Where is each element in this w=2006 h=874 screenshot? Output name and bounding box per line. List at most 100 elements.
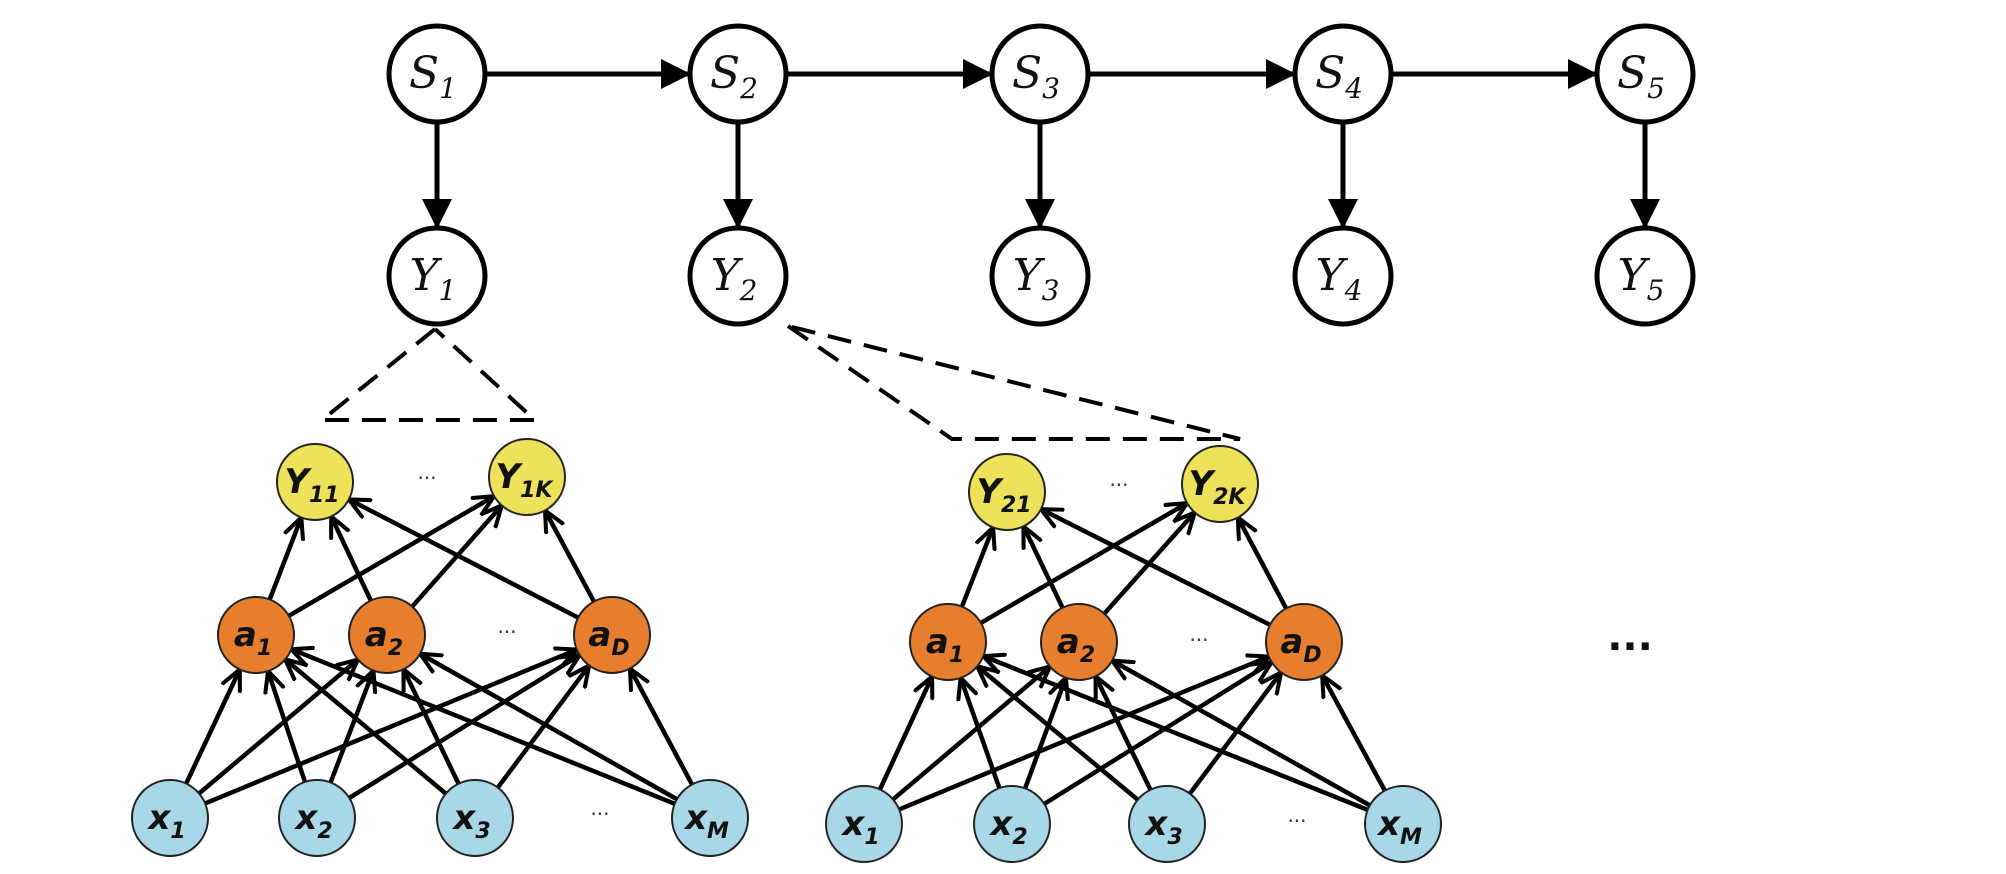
edge-input-3-to-hidden-3 — [1188, 672, 1281, 795]
hidden-label-base: a — [234, 615, 257, 655]
hidden-label-subscript: D — [1303, 643, 1321, 668]
ellipses: ... .................. — [417, 460, 1652, 827]
edge-input-1-to-hidden-2 — [197, 659, 358, 796]
input-label-subscript: 2 — [317, 819, 332, 844]
edge-hidden-1-to-output-1 — [267, 517, 302, 601]
input-label-base: x — [683, 798, 708, 838]
input-node: x2 — [278, 779, 356, 857]
edge-input-2-to-hidden-3 — [348, 655, 579, 800]
output-ellipsis: ... — [417, 460, 436, 484]
input-label-base: x — [1143, 804, 1168, 844]
state-circle — [386, 23, 488, 125]
edge-input-4-to-hidden-2 — [1112, 661, 1371, 808]
output-ellipsis: ... — [1109, 467, 1128, 491]
edge-hidden-2-to-output-1 — [1023, 526, 1065, 609]
trailing-ellipsis: ... — [1607, 614, 1653, 660]
observation-circle — [687, 225, 789, 327]
state-label-base: S — [409, 48, 439, 99]
edge-input-2-to-hidden-2 — [1023, 678, 1066, 790]
state-label-subscript: 5 — [1647, 72, 1665, 105]
hidden-label-base: a — [365, 615, 388, 655]
input-node: x1 — [825, 785, 903, 863]
output-node: Y2K — [1181, 445, 1259, 523]
observation-node-2: Y2 — [687, 225, 789, 327]
edge-input-3-to-hidden-1 — [977, 666, 1140, 802]
hidden-circle — [1265, 603, 1343, 681]
state-circle — [1292, 23, 1394, 125]
output-circle — [488, 438, 566, 516]
hidden-label-subscript: 1 — [257, 636, 272, 661]
input-label-subscript: 3 — [475, 819, 490, 844]
hidden-circle — [909, 603, 987, 681]
hidden-label-base: a — [926, 622, 949, 662]
input-label: x3 — [1143, 804, 1182, 850]
output-label-base: Y — [1189, 464, 1217, 504]
edge-input-4-to-hidden-1 — [983, 656, 1369, 812]
hidden-ellipsis: ... — [497, 614, 516, 638]
hidden-circle — [573, 596, 651, 674]
output-circle — [276, 443, 354, 521]
hmm-edges — [422, 59, 1660, 229]
input-label-base: x — [988, 804, 1013, 844]
hidden-node: a1 — [217, 596, 295, 674]
observation-label: Y5 — [1618, 250, 1665, 307]
edge-input-2-to-hidden-3 — [1043, 662, 1272, 806]
hidden-node: a2 — [348, 596, 426, 674]
output-label-subscript: 2K — [1213, 485, 1247, 510]
observation-label-base: Y — [1618, 250, 1651, 301]
input-label: x3 — [451, 798, 490, 844]
input-ellipsis: ... — [1287, 803, 1306, 827]
observation-label-subscript: 1 — [439, 274, 457, 307]
input-label-base: x — [1376, 804, 1401, 844]
state-label-base: S — [1315, 48, 1345, 99]
state-label: S1 — [409, 48, 457, 105]
hidden-circle — [1040, 603, 1118, 681]
zoom-connectors — [316, 324, 1241, 441]
output-label: Y11 — [284, 462, 339, 508]
observation-label-subscript: 2 — [739, 274, 758, 307]
observation-node-1: Y1 — [386, 225, 488, 327]
input-label-subscript: 1 — [864, 825, 879, 850]
edge-input-2-to-hidden-2 — [328, 670, 374, 784]
edge-input-1-to-hidden-1 — [184, 669, 240, 785]
state-node-2: S2 — [687, 23, 789, 125]
observation-label: Y4 — [1316, 250, 1363, 307]
input-ellipsis: ... — [590, 796, 609, 820]
input-label-base: x — [451, 798, 476, 838]
hidden-label-subscript: 1 — [949, 643, 964, 668]
edge-hidden-3-to-output-2 — [1238, 518, 1289, 610]
observation-circle — [1594, 225, 1696, 327]
input-node: xM — [1364, 785, 1442, 863]
state-circle — [989, 23, 1091, 125]
edge-input-1-to-hidden-2 — [891, 667, 1050, 802]
state-label: S2 — [710, 48, 758, 105]
output-label: Y1K — [496, 457, 555, 503]
input-circle — [671, 779, 749, 857]
output-label-subscript: 21 — [1001, 493, 1032, 518]
state-label-base: S — [1012, 48, 1042, 99]
edge-input-2-to-hidden-1 — [961, 678, 1002, 789]
input-label-subscript: M — [1400, 825, 1422, 850]
state-label-subscript: 2 — [739, 72, 758, 105]
state-circle — [1594, 23, 1696, 125]
state-label: S3 — [1012, 48, 1060, 105]
output-node: Y21 — [968, 453, 1046, 531]
output-label-subscript: 11 — [309, 483, 340, 508]
hidden-label: a2 — [1057, 622, 1095, 668]
input-label-subscript: 2 — [1012, 825, 1027, 850]
edge-hidden-1-to-output-1 — [959, 527, 993, 608]
output-circle — [1181, 445, 1259, 523]
state-label: S5 — [1617, 48, 1665, 105]
edge-input-4-to-hidden-3 — [630, 668, 695, 786]
input-label-subscript: M — [707, 819, 729, 844]
hidden-label: a1 — [926, 622, 964, 668]
state-label-base: S — [710, 48, 740, 99]
hidden-label: a2 — [365, 615, 403, 661]
hidden-label-base: a — [1057, 622, 1080, 662]
hidden-label: aD — [1280, 622, 1321, 668]
observation-label-subscript: 4 — [1344, 274, 1363, 307]
edge-input-3-to-hidden-1 — [285, 659, 448, 796]
output-label-base: Y — [284, 462, 312, 502]
